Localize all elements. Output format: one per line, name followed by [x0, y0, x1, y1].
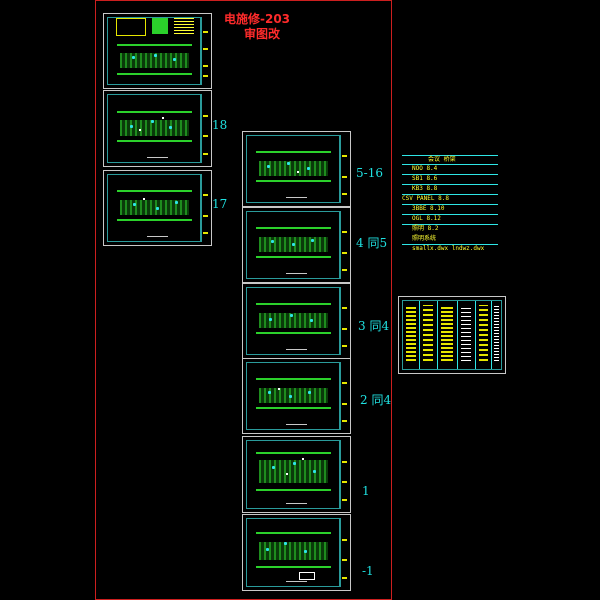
sheet-floor-18[interactable] [103, 90, 212, 167]
legend-row: KB3 8.8 [412, 185, 438, 192]
legend-row: NOO 8.4 [412, 165, 438, 172]
legend-row: 会议 桥架 [428, 156, 456, 163]
sheet-system-table[interactable] [398, 296, 506, 374]
label-floor-18: 18 [212, 118, 228, 132]
sheet-floor-17[interactable] [103, 170, 212, 246]
legend-notes: 会议 桥架 NOO 8.4 SB1 8.6 KB3 8.8 CSV PANEL … [402, 155, 498, 252]
label-floor-5-16: 5-16 [356, 166, 383, 180]
drawing-title-revision: 电施修-203 [224, 12, 291, 26]
label-floor-17: 17 [212, 197, 228, 211]
sheet-floor-5-16[interactable] [242, 131, 351, 207]
sheet-floor-1[interactable] [242, 436, 351, 513]
legend-row: 3BBE 8.10 [412, 205, 445, 212]
sheet-floor-b1[interactable] [242, 514, 351, 591]
sheet-floor-2[interactable] [242, 358, 351, 434]
legend-row: smallx.dwx lndwz.dwx [412, 245, 485, 252]
label-floor-1: 1 [362, 484, 370, 498]
sheet-cover[interactable] [103, 13, 212, 89]
drawing-title-review: 审图改 [244, 27, 281, 41]
label-floor-b1: -1 [362, 564, 374, 578]
legend-row: 照明系统 [412, 235, 437, 242]
label-floor-2: 2 同4 [360, 393, 392, 407]
legend-row: 照明 8.2 [412, 225, 439, 232]
sheet-floor-3[interactable] [242, 283, 351, 359]
label-floor-4: 4 同5 [356, 236, 388, 250]
legend-row: CSV PANEL 8.8 [402, 195, 449, 202]
legend-row: OGL 8.12 [412, 215, 441, 222]
sheet-floor-4[interactable] [242, 207, 351, 283]
legend-row: SB1 8.6 [412, 175, 438, 182]
label-floor-3: 3 同4 [358, 319, 390, 333]
